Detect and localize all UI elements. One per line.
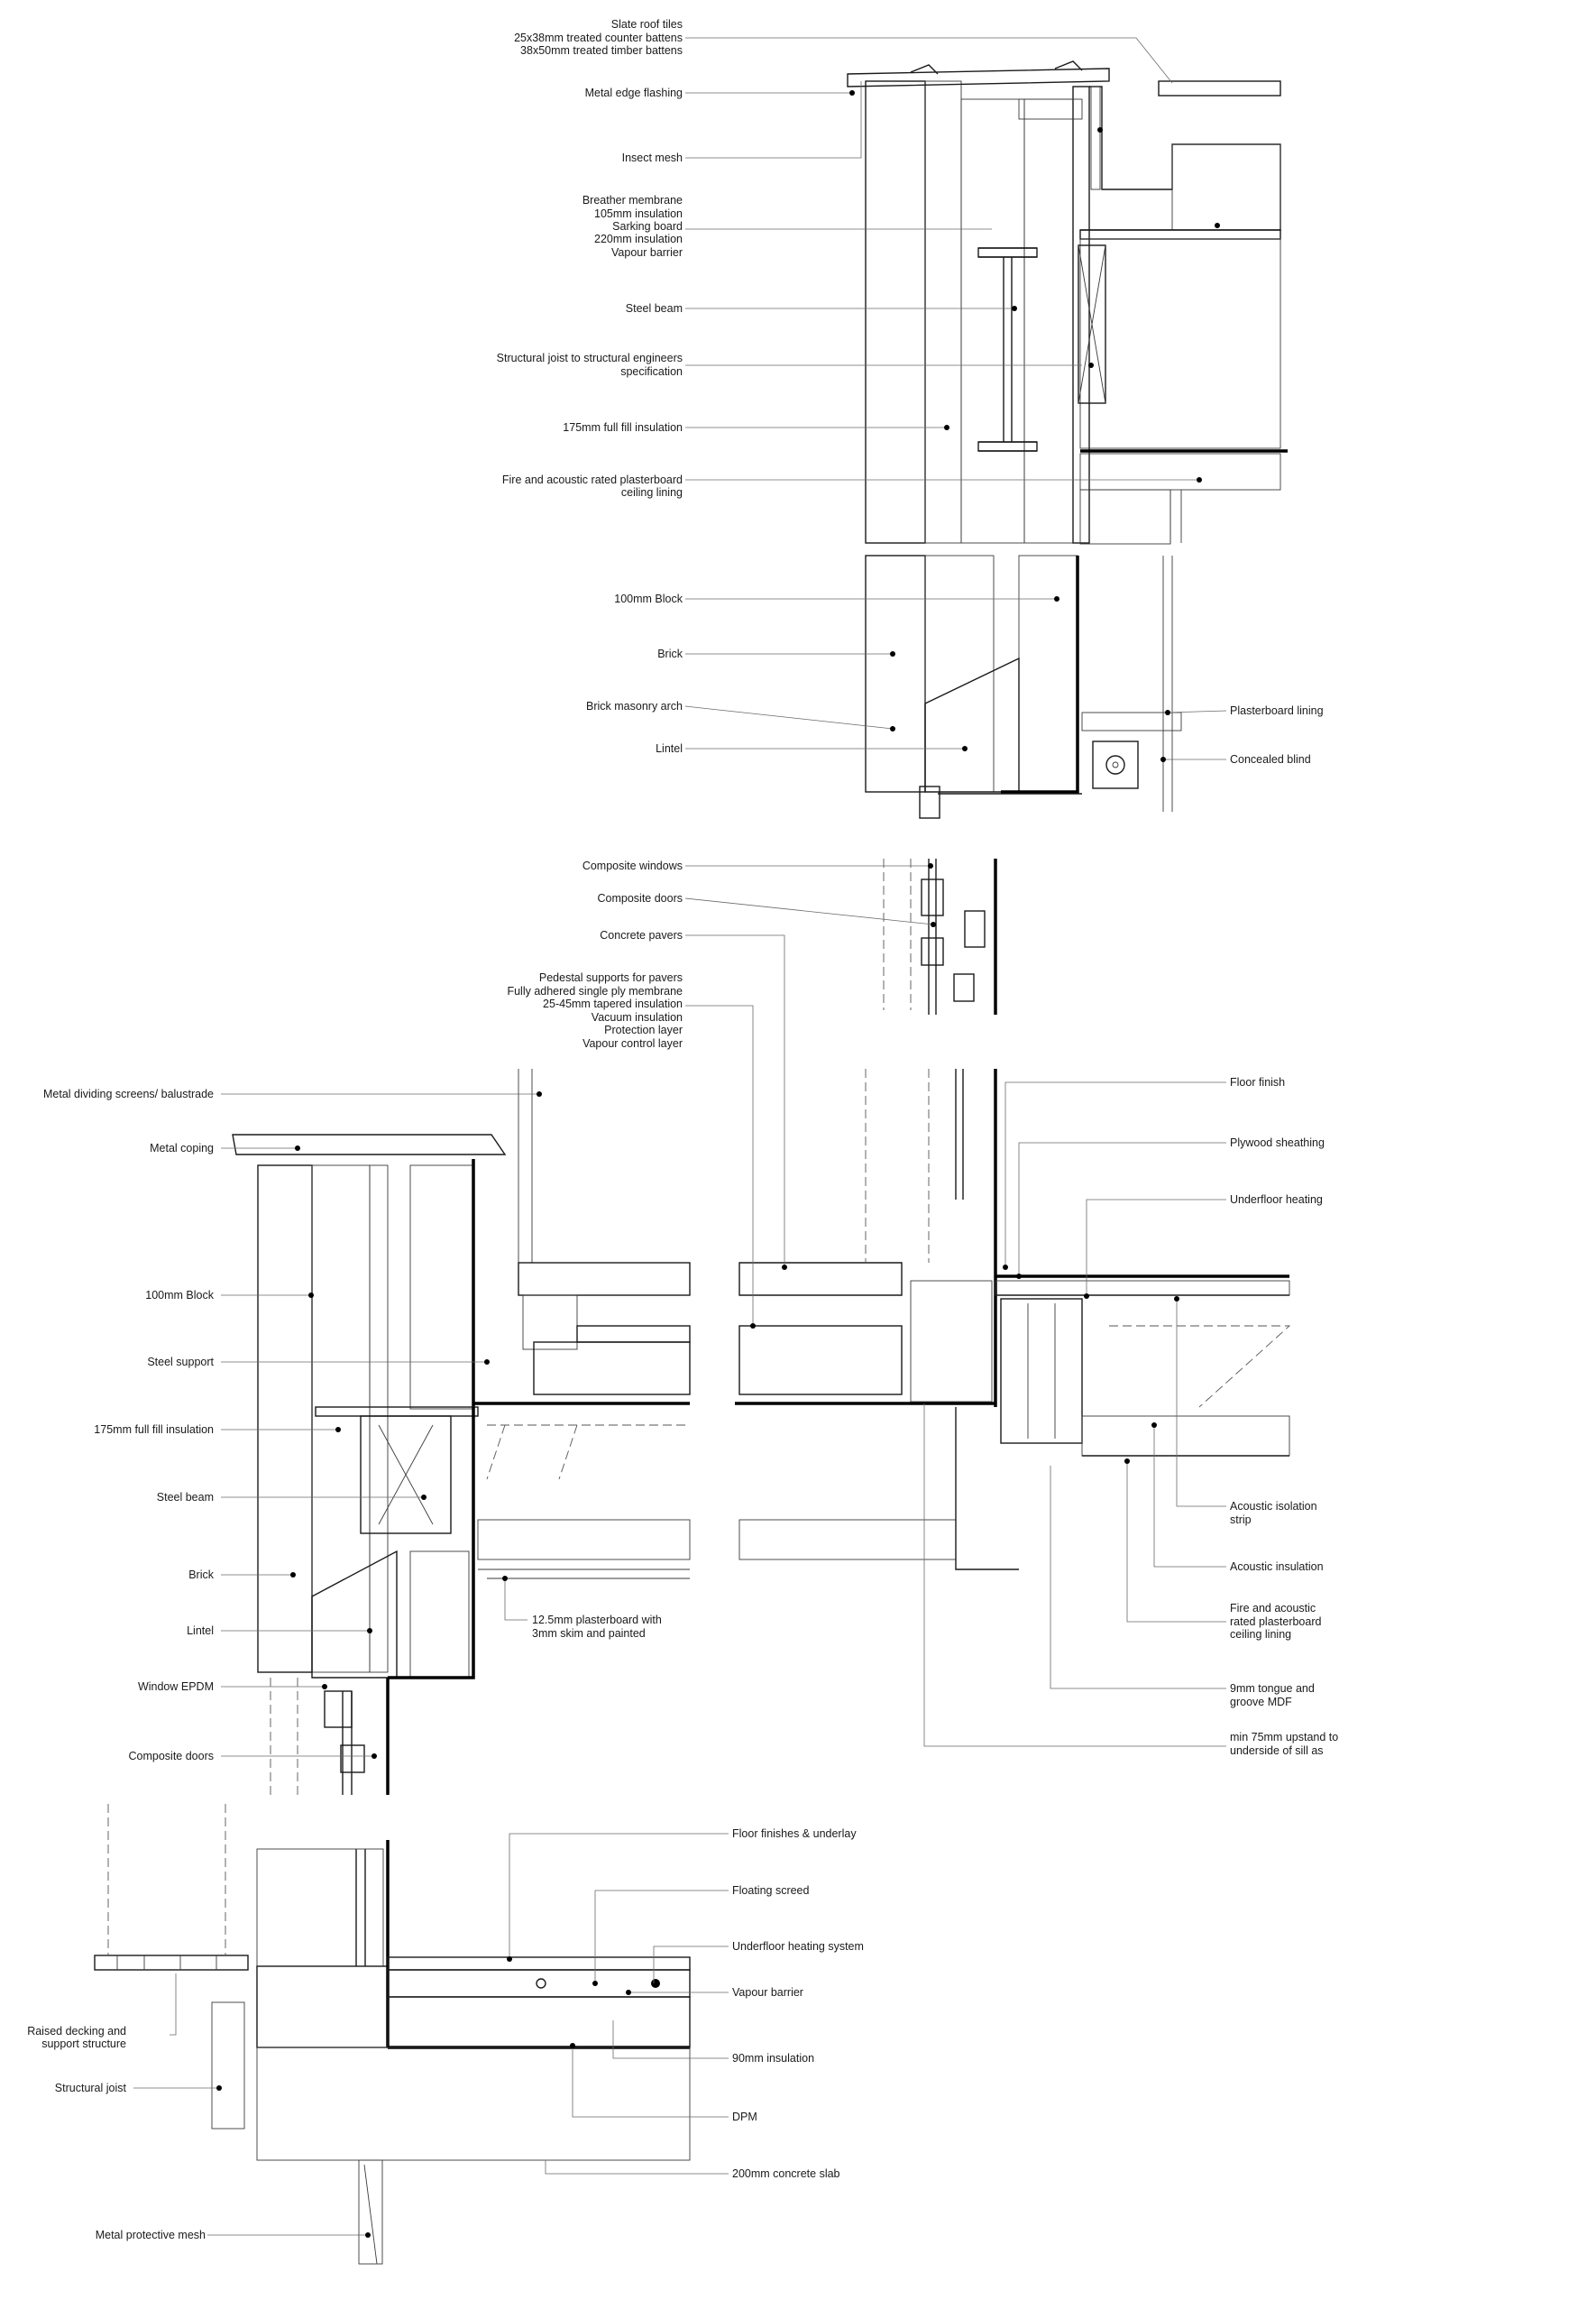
label-insulation-220: 220mm insulation <box>594 233 683 245</box>
label-lintel-upper: Lintel <box>656 742 683 755</box>
label-fire-plasterboard-1: Fire and acoustic rated plasterboard <box>502 474 683 486</box>
label-vapour-barrier-roof: Vapour barrier <box>611 246 683 259</box>
label-brick-masonry-arch: Brick masonry arch <box>586 700 683 713</box>
label-fire-rated-ceiling-3: ceiling lining <box>1230 1628 1291 1641</box>
labels-right: Plasterboard lining Concealed blind 12.5… <box>532 704 1338 2180</box>
label-concealed-blind: Concealed blind <box>1230 753 1311 766</box>
label-insect-mesh: Insect mesh <box>622 152 683 164</box>
label-raised-decking-2: support structure <box>41 2038 126 2050</box>
label-dpm: DPM <box>732 2111 757 2123</box>
label-brick-upper: Brick <box>657 648 683 660</box>
label-composite-windows: Composite windows <box>582 860 683 872</box>
labels-upper-left: Slate roof tiles 25x38mm treated counter… <box>497 18 683 1050</box>
label-protection-layer: Protection layer <box>604 1024 683 1036</box>
label-fire-rated-ceiling-1: Fire and acoustic <box>1230 1602 1316 1614</box>
label-lintel-mid: Lintel <box>187 1624 214 1637</box>
window-head-section <box>865 555 1182 819</box>
label-vacuum-insulation: Vacuum insulation <box>592 1011 683 1024</box>
label-vapour-barrier-floor: Vapour barrier <box>732 1986 803 1999</box>
label-upstand-2: underside of sill as <box>1230 1744 1324 1757</box>
label-structural-joist-2: specification <box>620 365 683 378</box>
terrace-parapet-section <box>232 1069 1291 1795</box>
label-pedestal-supports: Pedestal supports for pavers <box>539 971 683 984</box>
window-door-section <box>883 859 997 1015</box>
label-mdf-2: groove MDF <box>1230 1696 1292 1708</box>
label-acoustic-insulation: Acoustic insulation <box>1230 1560 1324 1573</box>
label-plywood-sheathing: Plywood sheathing <box>1230 1136 1325 1149</box>
leader-dots <box>216 90 1220 2238</box>
label-timber-battens: 38x50mm treated timber battens <box>520 44 683 57</box>
roof-eaves-section <box>847 60 1288 545</box>
ground-floor-section <box>94 1804 691 2265</box>
label-structural-joist-ground: Structural joist <box>55 2082 127 2094</box>
labels-mid-left: Metal dividing screens/ balustrade Metal… <box>43 1088 215 1762</box>
label-metal-protective-mesh: Metal protective mesh <box>96 2229 206 2241</box>
label-underfloor-heating: Underfloor heating <box>1230 1193 1323 1206</box>
label-acoustic-isolation-1: Acoustic isolation <box>1230 1500 1317 1513</box>
label-single-ply-membrane: Fully adhered single ply membrane <box>507 985 683 998</box>
label-full-fill-175-mid: 175mm full fill insulation <box>94 1423 214 1436</box>
label-metal-coping: Metal coping <box>150 1142 214 1154</box>
label-insulation-105: 105mm insulation <box>594 207 683 220</box>
label-underfloor-heating-system: Underfloor heating system <box>732 1940 864 1953</box>
label-steel-support: Steel support <box>147 1356 214 1368</box>
label-breather-membrane: Breather membrane <box>582 194 683 207</box>
label-upstand-1: min 75mm upstand to <box>1230 1731 1338 1743</box>
label-raised-decking-1: Raised decking and <box>27 2025 126 2038</box>
label-floor-finishes-underlay: Floor finishes & underlay <box>732 1827 857 1840</box>
label-mdf-1: 9mm tongue and <box>1230 1682 1315 1695</box>
label-acoustic-isolation-2: strip <box>1230 1513 1252 1526</box>
label-counter-battens: 25x38mm treated counter battens <box>514 32 683 44</box>
labels-lower-left: Raised decking and support structure Str… <box>27 2025 206 2241</box>
label-composite-doors-mid: Composite doors <box>129 1750 215 1762</box>
label-plasterboard-lining: Plasterboard lining <box>1230 704 1324 717</box>
label-metal-dividing-screens: Metal dividing screens/ balustrade <box>43 1088 214 1100</box>
label-composite-doors-upper: Composite doors <box>598 892 683 905</box>
label-slate-roof-tiles: Slate roof tiles <box>611 18 683 31</box>
leader-lines <box>133 37 1227 2236</box>
label-brick-mid: Brick <box>188 1568 215 1581</box>
label-structural-joist-1: Structural joist to structural engineers <box>497 352 683 364</box>
label-fire-plasterboard-2: ceiling lining <box>621 486 683 499</box>
label-fire-rated-ceiling-2: rated plasterboard <box>1230 1615 1322 1628</box>
label-block-100-upper: 100mm Block <box>614 593 683 605</box>
label-plasterboard-skim-2: 3mm skim and painted <box>532 1627 646 1640</box>
label-window-epdm: Window EPDM <box>138 1680 214 1693</box>
label-floor-finish: Floor finish <box>1230 1076 1285 1089</box>
label-concrete-slab-200: 200mm concrete slab <box>732 2167 840 2180</box>
label-floating-screed: Floating screed <box>732 1884 810 1897</box>
label-sarking-board: Sarking board <box>612 220 683 233</box>
label-metal-edge-flashing: Metal edge flashing <box>585 87 683 99</box>
label-block-100-mid: 100mm Block <box>145 1289 214 1302</box>
label-plasterboard-skim-1: 12.5mm plasterboard with <box>532 1614 662 1626</box>
label-vapour-control-layer: Vapour control layer <box>582 1037 683 1050</box>
label-tapered-insulation: 25-45mm tapered insulation <box>543 998 683 1010</box>
label-insulation-90: 90mm insulation <box>732 2052 814 2065</box>
label-steel-beam-roof: Steel beam <box>626 302 683 315</box>
label-full-fill-175-roof: 175mm full fill insulation <box>563 421 683 434</box>
label-concrete-pavers: Concrete pavers <box>600 929 683 942</box>
label-steel-beam-mid: Steel beam <box>157 1491 214 1504</box>
